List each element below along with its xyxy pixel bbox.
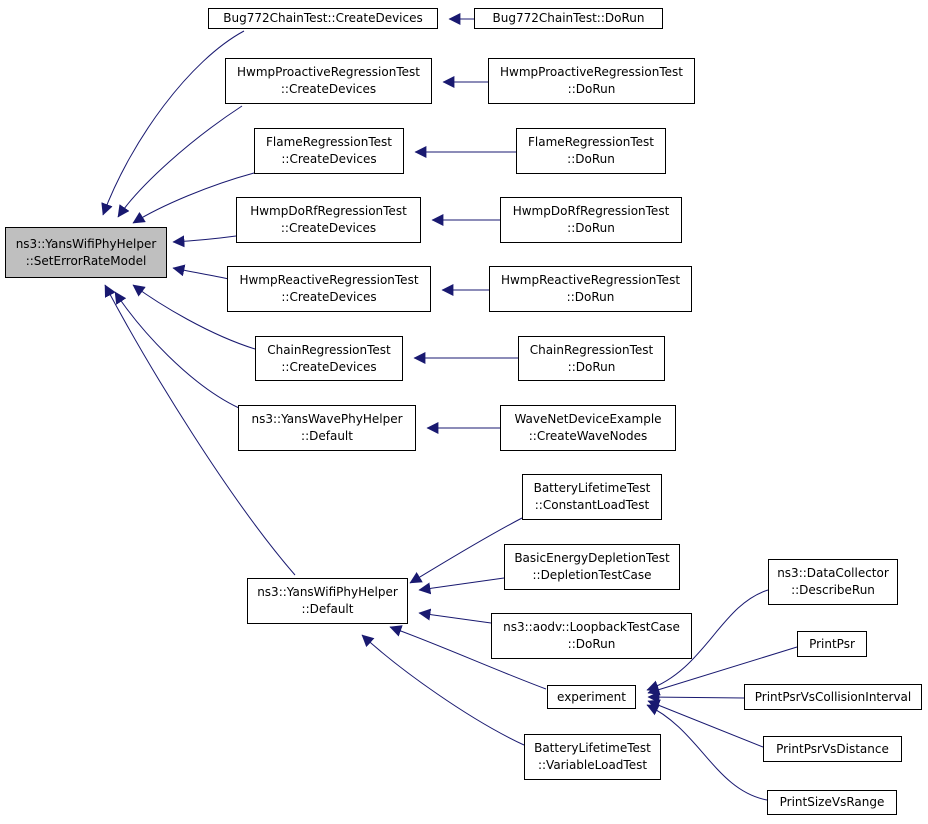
node-label-line: HwmpDoRfRegressionTest	[250, 204, 407, 218]
node-label-line: PrintPsrVsCollisionInterval	[754, 689, 912, 704]
node-label-line: ::CreateDevices	[280, 82, 377, 96]
node-label-line: ::DoRun	[566, 290, 615, 304]
node-flame-cd[interactable]: FlameRegressionTest::CreateDevices	[254, 128, 404, 174]
edge-print_psr-to-experiment	[647, 646, 798, 696]
node-label-line: ::DoRun	[567, 82, 616, 96]
node-label-line: ::Default	[301, 602, 354, 616]
node-hdorf-run[interactable]: HwmpDoRfRegressionTest::DoRun	[500, 197, 682, 243]
node-print-psr[interactable]: PrintPsr	[797, 631, 867, 657]
node-label-line: ns3::YansWavePhyHelper	[251, 412, 403, 426]
node-label-line: HwmpProactiveRegressionTest	[500, 65, 683, 79]
node-aodv-loop[interactable]: ns3::aodv::LoopbackTestCase::DoRun	[491, 613, 692, 659]
node-label-line: ns3::YansWifiPhyHelper	[257, 585, 398, 599]
edge-basic_dep-to-yans_def	[418, 577, 505, 595]
node-label-line: Bug772ChainTest::DoRun	[492, 11, 645, 25]
node-batt-var[interactable]: BatteryLifetimeTest::VariableLoadTest	[524, 734, 661, 780]
node-label-line: experiment	[557, 689, 626, 704]
node-hpro-cd[interactable]: HwmpProactiveRegressionTest::CreateDevic…	[225, 58, 432, 104]
edge-print_size-to-experiment	[646, 704, 768, 801]
node-label-line: BatteryLifetimeTest	[534, 741, 651, 755]
node-label-line: ::CreateDevices	[281, 152, 377, 166]
edge-print_psr_ci-to-experiment	[647, 691, 745, 704]
node-bug-cd[interactable]: Bug772ChainTest::CreateDevices	[208, 8, 438, 29]
node-yans-def[interactable]: ns3::YansWifiPhyHelper::Default	[247, 578, 408, 624]
node-print-size[interactable]: PrintSizeVsRange	[767, 790, 897, 815]
node-basic-dep[interactable]: BasicEnergyDepletionTest::DepletionTestC…	[504, 544, 680, 590]
node-chain-run[interactable]: ChainRegressionTest::DoRun	[518, 336, 665, 381]
edge-hreact_cd-to-root	[172, 264, 230, 280]
node-label-line: ::DepletionTestCase	[532, 568, 652, 582]
edge-hdorf_cd-to-root	[172, 235, 237, 248]
node-label-line: ChainRegressionTest	[267, 342, 391, 357]
node-label-line: ns3::aodv::LoopbackTestCase	[503, 620, 680, 634]
node-label-line: BatteryLifetimeTest	[533, 481, 651, 495]
node-label-line: ::CreateDevices	[281, 359, 377, 374]
node-label-line: ::DescribeRun	[791, 583, 875, 597]
node-label-line: ::DoRun	[567, 152, 615, 166]
node-label-line: ::ConstantLoadTest	[534, 498, 650, 512]
node-label-line: ::VariableLoadTest	[537, 758, 648, 772]
edge-flame_cd-to-root	[132, 172, 255, 224]
edge-batt_const-to-yans_def	[409, 517, 523, 584]
node-experiment[interactable]: experiment	[547, 685, 636, 709]
node-label-line: ::Default	[301, 429, 353, 443]
node-label-line: ::SetErrorRateModel	[25, 253, 147, 268]
node-hreact-cd[interactable]: HwmpReactiveRegressionTest::CreateDevice…	[227, 266, 431, 312]
edge-hpro_cd-to-root	[117, 105, 243, 218]
node-label-line: PrintSizeVsRange	[779, 795, 885, 809]
edge-bug_cd-to-root	[101, 30, 245, 216]
node-batt-const[interactable]: BatteryLifetimeTest::ConstantLoadTest	[522, 474, 662, 520]
node-label-line: HwmpReactiveRegressionTest	[239, 273, 419, 287]
node-wave-def[interactable]: ns3::YansWavePhyHelper::Default	[238, 405, 416, 451]
node-root[interactable]: ns3::YansWifiPhyHelper::SetErrorRateMode…	[5, 227, 167, 278]
node-label-line: ::CreateWaveNodes	[528, 429, 648, 443]
node-label-line: ::DoRun	[567, 359, 616, 374]
node-print-psr-ci[interactable]: PrintPsrVsCollisionInterval	[744, 684, 922, 710]
node-label-line: FlameRegressionTest	[266, 135, 392, 149]
edge-batt_var-to-yans_def	[361, 634, 525, 746]
node-label-line: HwmpReactiveRegressionTest	[500, 273, 681, 287]
node-label-line: HwmpDoRfRegressionTest	[512, 204, 670, 218]
node-bug-run[interactable]: Bug772ChainTest::DoRun	[474, 8, 663, 29]
node-label-line: ::CreateDevices	[280, 221, 377, 235]
node-print-psr-dist[interactable]: PrintPsrVsDistance	[763, 736, 902, 762]
node-label-line: PrintPsrVsDistance	[776, 741, 889, 756]
edge-yans_def-to-root	[104, 284, 296, 576]
edge-dc_desc-to-experiment	[646, 589, 769, 692]
node-hpro-run[interactable]: HwmpProactiveRegressionTest::DoRun	[488, 58, 695, 104]
node-hreact-run[interactable]: HwmpReactiveRegressionTest::DoRun	[489, 266, 692, 312]
node-label-line: WaveNetDeviceExample	[514, 412, 662, 426]
edge-print_psr_dist-to-experiment	[647, 699, 764, 748]
node-label-line: ::CreateDevices	[281, 290, 377, 304]
node-flame-run[interactable]: FlameRegressionTest::DoRun	[516, 128, 666, 174]
node-chain-cd[interactable]: ChainRegressionTest::CreateDevices	[255, 336, 403, 381]
edge-aodv_loop-to-yans_def	[418, 608, 492, 624]
node-label-line: HwmpProactiveRegressionTest	[237, 65, 420, 79]
node-label-line: ::DoRun	[567, 637, 616, 651]
edge-chain_cd-to-root	[132, 284, 256, 350]
node-label-line: Bug772ChainTest::CreateDevices	[223, 11, 423, 25]
node-wave-nodes[interactable]: WaveNetDeviceExample::CreateWaveNodes	[500, 405, 676, 451]
node-label-line: PrintPsr	[809, 636, 855, 651]
edge-wave_def-to-root	[114, 291, 240, 409]
node-hdorf-cd[interactable]: HwmpDoRfRegressionTest::CreateDevices	[236, 197, 421, 243]
node-label-line: ::DoRun	[567, 221, 615, 235]
node-label-line: ChainRegressionTest	[529, 342, 654, 357]
node-label-line: ns3::YansWifiPhyHelper	[15, 236, 157, 251]
node-label-line: BasicEnergyDepletionTest	[514, 551, 670, 565]
edge-experiment-to-yans_def	[389, 625, 547, 690]
node-dc-desc[interactable]: ns3::DataCollector::DescribeRun	[768, 559, 898, 605]
node-label-line: FlameRegressionTest	[528, 135, 654, 149]
node-label-line: ns3::DataCollector	[777, 566, 889, 580]
